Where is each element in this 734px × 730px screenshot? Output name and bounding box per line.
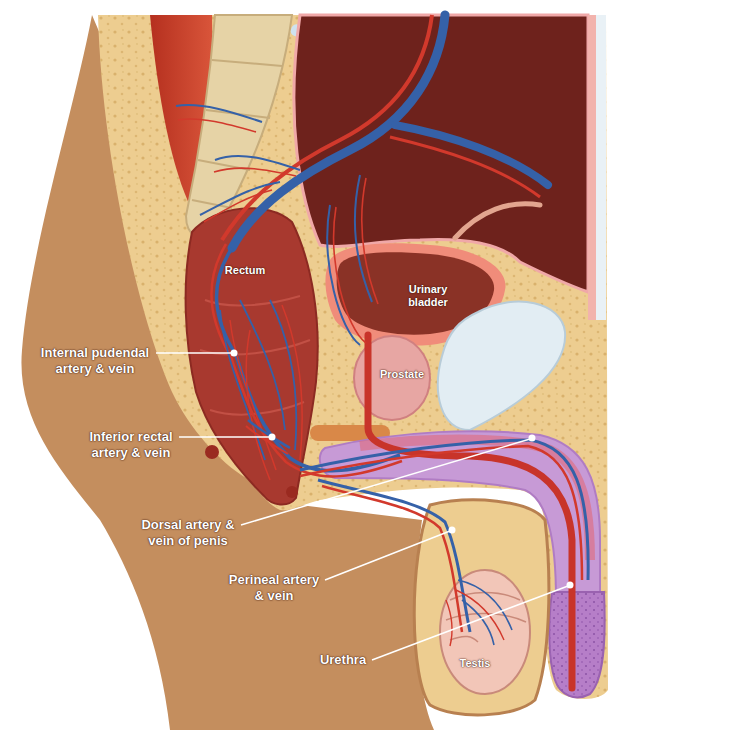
iliac-artery	[390, 137, 540, 197]
rectum-organ	[186, 208, 318, 504]
vas-deferens	[455, 204, 540, 238]
glans-penis	[549, 592, 604, 697]
anal-tissue	[205, 445, 219, 459]
callout-label: Urethra	[308, 652, 378, 668]
callout-label: Perineal artery & vein	[225, 572, 323, 604]
glans-texture	[549, 592, 604, 697]
organ-label: Testis	[450, 657, 500, 670]
callout-label: Dorsal artery & vein of penis	[133, 517, 243, 549]
leader-dot	[567, 582, 574, 589]
inferior-rectal-vein	[248, 420, 290, 448]
abdominal-wall	[588, 15, 596, 320]
leader-line	[179, 436, 270, 438]
inferior-rectal-artery	[246, 426, 288, 454]
rectal-vessels	[230, 305, 302, 480]
iliac-vein	[395, 125, 548, 185]
perineal-vein	[318, 480, 470, 632]
rectal-folds	[200, 296, 310, 415]
rectal-vessels	[220, 300, 296, 460]
vesical-vessels	[334, 178, 378, 343]
testicular-vessels	[446, 590, 504, 646]
scrotum	[414, 500, 549, 715]
sacral-vessels	[178, 119, 296, 222]
leader-line	[156, 352, 232, 354]
leader-dot	[529, 435, 536, 442]
leader-dot	[269, 434, 276, 441]
callout-label: Internal pudendal artery & vein	[35, 345, 155, 377]
dorsal-vein	[300, 440, 588, 580]
organ-label: Urinary bladder	[396, 283, 460, 309]
leader-dot	[231, 350, 238, 357]
testis-organ	[440, 570, 530, 694]
leader-line	[241, 439, 530, 525]
leader-dot	[449, 527, 456, 534]
sacral-vessels	[176, 105, 300, 215]
testicular-vessels	[458, 580, 512, 645]
leader-line	[372, 586, 568, 660]
skin-surface	[21, 15, 434, 730]
organ-label: Prostate	[372, 368, 432, 381]
organ-label: Rectum	[215, 264, 275, 277]
internal-pudendal-artery	[211, 244, 402, 476]
callout-label: Inferior rectal artery & vein	[81, 429, 181, 461]
leader-line	[325, 531, 450, 580]
abdominal-wall	[596, 15, 606, 320]
anal-tissue	[286, 486, 298, 498]
pubic-symphysis	[438, 302, 565, 430]
urethra-tube	[368, 335, 572, 688]
perineal-artery	[322, 486, 462, 632]
